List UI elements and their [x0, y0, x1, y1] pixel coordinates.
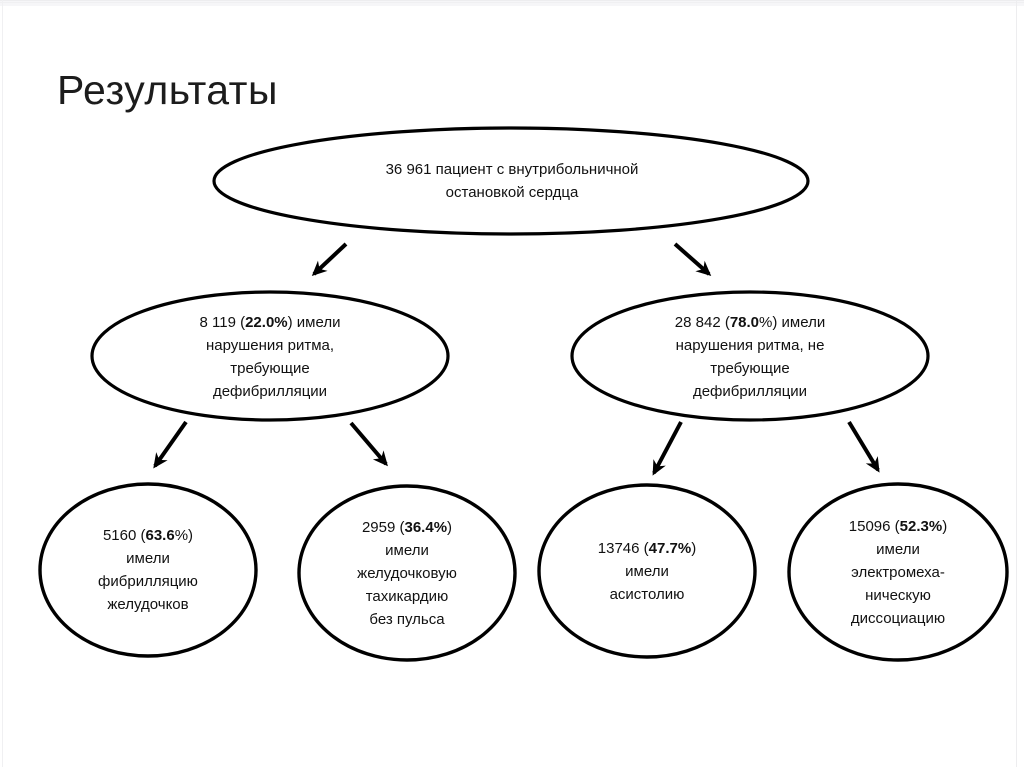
- node-text-segment: 5160 (: [102, 527, 146, 544]
- ellipse-asystole: [537, 483, 757, 659]
- arrow-root-to-shockable: [311, 242, 348, 277]
- node-text-bold: 22.0%: [245, 314, 288, 331]
- node-text-segment: 2959 (: [361, 519, 405, 536]
- ellipse-vtach: [297, 484, 517, 662]
- node-line: 8 119 (22.0%) имели: [200, 311, 341, 334]
- node-text-segment: 36 961 пациент с внутрибольничной: [385, 161, 639, 178]
- node-line: имели: [126, 550, 170, 567]
- ellipse-emd: [787, 482, 1009, 662]
- node-text-bold: 36.4%: [404, 519, 448, 536]
- node-text-segment: ): [942, 518, 948, 535]
- node-text-segment: %): [174, 527, 194, 544]
- node-text-segment: ): [691, 540, 697, 557]
- node-line: 15096 (52.3%): [849, 515, 947, 538]
- node-asystole-text: 13746 (47.7%) имели асистолию: [552, 537, 742, 606]
- node-text-segment: 28 842 (: [674, 314, 730, 331]
- node-line: имели: [876, 541, 920, 558]
- node-vtach-text: 2959 (36.4%) имели желудочковую тахикард…: [310, 516, 504, 631]
- node-line: тахикардию: [365, 588, 449, 605]
- slide-border-top: [0, 2, 1024, 3]
- slide-border-left: [2, 0, 3, 767]
- node-nonshockable-text: 28 842 (78.0%) имели нарушения ритма, не…: [600, 310, 900, 404]
- node-line: 13746 (47.7%): [598, 537, 696, 560]
- slide-border-right: [1016, 0, 1017, 767]
- ellipse-shockable: [90, 290, 450, 422]
- node-line: нарушения ритма, не: [675, 337, 825, 354]
- ellipse-root: [212, 126, 810, 236]
- node-line: электромеха-: [851, 564, 945, 581]
- node-text-bold: 63.6: [145, 527, 175, 544]
- node-text-segment: 13746 (: [597, 540, 649, 557]
- node-text-segment: 15096 (: [848, 518, 900, 535]
- ellipse-nonshockable: [570, 290, 930, 422]
- node-line: требующие: [710, 360, 790, 377]
- slide-title: Результаты: [57, 67, 278, 113]
- node-line: нарушения ритма,: [205, 337, 335, 354]
- node-text-bold: 52.3%: [899, 518, 943, 535]
- slide-border-bottom: [0, 0, 1024, 6]
- node-line: асистолию: [609, 586, 685, 603]
- node-line: дефибрилляции: [692, 383, 808, 400]
- node-line: дефибрилляции: [212, 383, 328, 400]
- node-line: 5160 (63.6%): [103, 524, 193, 547]
- ellipse-vfib: [38, 482, 258, 658]
- node-line: 2959 (36.4%): [362, 516, 452, 539]
- node-text-segment: ): [447, 519, 453, 536]
- node-vfib-text: 5160 (63.6%) имели фибрилляцию желудочко…: [58, 524, 238, 616]
- node-text-segment: %) имели: [759, 314, 826, 331]
- node-line: без пульса: [369, 611, 445, 628]
- arrow-nonshockable-to-emd: [847, 420, 880, 473]
- node-line: 28 842 (78.0%) имели: [675, 311, 825, 334]
- node-line: остановкой сердца: [445, 184, 579, 201]
- node-text-bold: 78.0: [729, 314, 760, 331]
- arrow-shockable-to-vtach: [349, 421, 388, 467]
- node-root-text: 36 961 пациент с внутрибольничной остано…: [262, 152, 762, 210]
- arrow-nonshockable-to-asystole: [652, 421, 683, 476]
- node-line: диссоциацию: [850, 610, 946, 627]
- node-line: фибрилляцию: [98, 573, 198, 590]
- node-text-segment: 8 119 (: [199, 314, 246, 331]
- node-line: имели: [385, 542, 429, 559]
- arrow-shockable-to-vfib: [153, 420, 188, 469]
- node-line: ническую: [865, 587, 931, 604]
- node-shockable-text: 8 119 (22.0%) имели нарушения ритма, тре…: [120, 310, 420, 404]
- node-text-segment: ) имели: [287, 314, 341, 331]
- node-line: желудочков: [107, 596, 189, 613]
- node-text-bold: 47.7%: [648, 540, 692, 557]
- node-line: имели: [625, 563, 669, 580]
- node-line: желудочковую: [357, 565, 457, 582]
- node-line: 36 961 пациент с внутрибольничной: [386, 158, 639, 181]
- node-line: требующие: [230, 360, 310, 377]
- arrow-root-to-nonshockable: [673, 242, 712, 276]
- node-emd-text: 15096 (52.3%) имели электромеха- ническу…: [800, 515, 996, 630]
